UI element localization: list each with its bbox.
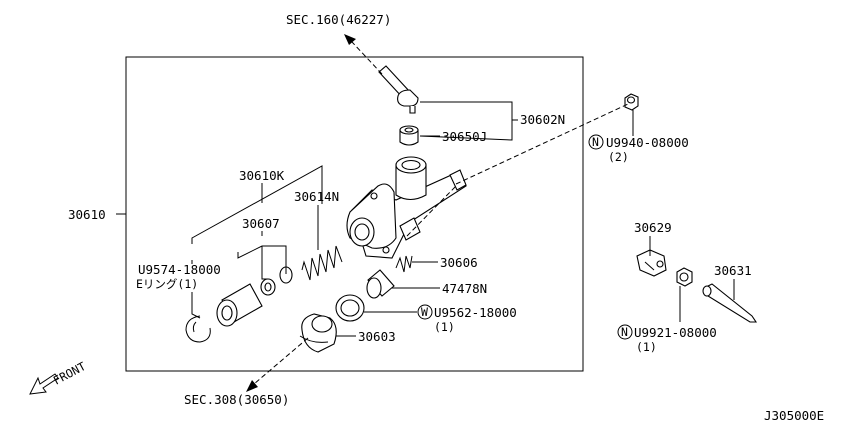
nut-symbol-U9921 [617, 324, 633, 340]
leader-U9574-18000 [191, 260, 201, 319]
washer-symbol-U9562 [417, 304, 433, 320]
part-U9562-18000-ring[interactable] [335, 294, 365, 322]
label-U9921-qty: (1) [636, 340, 657, 354]
label-U9940-08000: U9940-08000 [606, 135, 689, 150]
lower-centerline [406, 185, 457, 237]
part-30607-washer[interactable] [260, 266, 293, 296]
label-sec160: SEC.160(46227) [286, 12, 391, 27]
part-30602N-pipe[interactable] [378, 65, 419, 114]
label-e-ring-qty: Eリング(1) [136, 277, 198, 291]
sec308-leader [253, 337, 309, 385]
washer-symbol-letter: W [421, 305, 428, 319]
label-front: FRONT [51, 359, 88, 388]
label-30614N: 30614N [294, 189, 339, 204]
label-U9574-18000: U9574-18000 [138, 262, 221, 277]
part-30650J-seal[interactable] [399, 125, 419, 146]
label-47478N: 47478N [442, 281, 487, 296]
part-piston-rod[interactable] [216, 283, 263, 327]
nut-symbol-letter-U9921: N [621, 325, 628, 339]
label-U9562-qty: (1) [434, 320, 455, 334]
sec308-arrow [246, 380, 258, 392]
nut-symbol-U9940 [588, 134, 604, 150]
label-30631: 30631 [714, 263, 752, 278]
part-30606-spring[interactable] [395, 255, 413, 273]
label-U9940-qty: (2) [608, 150, 629, 164]
label-30606: 30606 [440, 255, 478, 270]
label-30610K: 30610K [239, 168, 285, 183]
sec160-leader [351, 41, 383, 75]
part-30610-master-cylinder-body[interactable] [346, 156, 467, 259]
leader-30607 [237, 231, 287, 280]
part-30614N-spring[interactable] [301, 245, 343, 281]
leader-30610K [191, 165, 323, 244]
label-30610: 30610 [68, 207, 106, 222]
leader-30602N [419, 101, 518, 141]
sec160-arrow [344, 34, 356, 45]
nut-symbol-letter-U9940: N [592, 135, 599, 149]
label-30650J: 30650J [442, 129, 487, 144]
label-sec308: SEC.308(30650) [184, 392, 289, 407]
label-U9921-08000: U9921-08000 [634, 325, 717, 340]
part-U9574-18000-e-ring[interactable] [185, 315, 211, 343]
part-30603-dust-boot[interactable] [299, 313, 337, 353]
label-30602N: 30602N [520, 112, 565, 127]
part-47478N-connector[interactable] [366, 269, 395, 299]
label-U9562-18000: U9562-18000 [434, 305, 517, 320]
label-30629: 30629 [634, 220, 672, 235]
front-arrow-icon [29, 373, 59, 395]
part-30629-clevis[interactable] [636, 249, 667, 277]
diagram-id: J305000E [764, 408, 824, 423]
label-30607: 30607 [242, 216, 280, 231]
part-U9940-08000-nut[interactable] [624, 93, 639, 111]
part-30631-push-rod[interactable] [702, 283, 758, 323]
label-30603: 30603 [358, 329, 396, 344]
part-U9921-08000-nut[interactable] [676, 267, 693, 287]
